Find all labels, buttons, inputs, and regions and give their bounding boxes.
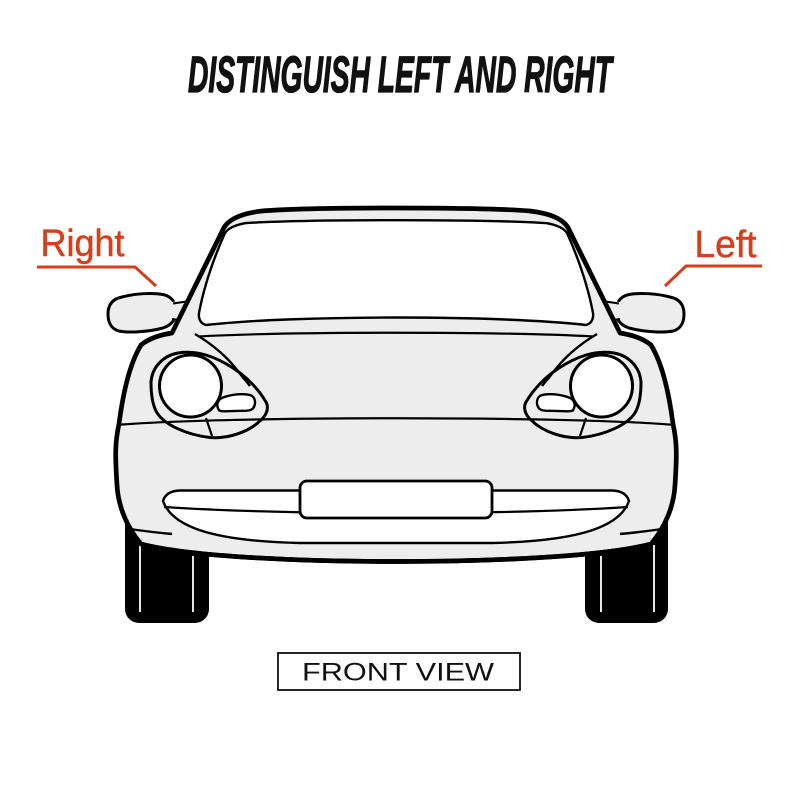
svg-text:Left: Left (695, 224, 757, 266)
svg-text:DISTINGUISH LEFT AND RIGHT: DISTINGUISH LEFT AND RIGHT (188, 46, 614, 103)
svg-text:FRONT VIEW: FRONT VIEW (302, 659, 494, 687)
svg-text:Right: Right (41, 223, 125, 265)
